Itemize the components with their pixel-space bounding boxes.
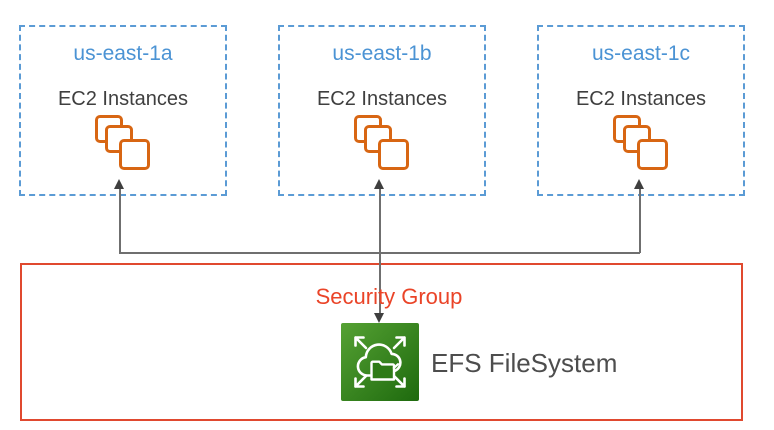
ec2-instances-icon — [94, 115, 152, 172]
efs-filesystem-label: EFS FileSystem — [431, 348, 618, 378]
connector-line-left-vertical — [119, 188, 121, 253]
ec2-instances-icon — [353, 115, 411, 172]
az-label: us-east-1a — [73, 42, 173, 65]
arrow-up-icon — [374, 179, 384, 189]
folder-glyph — [370, 360, 396, 381]
instance-square-icon — [118, 139, 150, 170]
ec2-instances-label: EC2 Instances — [575, 88, 707, 110]
security-group-label: Security Group — [315, 284, 463, 309]
az-label: us-east-1b — [332, 42, 432, 65]
arrow-up-icon — [114, 179, 124, 189]
efs-cloud-folder-glyph — [354, 336, 406, 388]
connector-line-right-vertical — [639, 188, 641, 253]
arrow-up-icon — [634, 179, 644, 189]
ec2-instances-label: EC2 Instances — [316, 88, 448, 110]
az-box-us-east-1c: us-east-1c EC2 Instances — [537, 25, 745, 196]
instance-square-icon — [636, 139, 668, 170]
ec2-instances-icon — [612, 115, 670, 172]
instance-square-icon — [377, 139, 409, 170]
az-label: us-east-1c — [591, 42, 691, 65]
connector-line-middle-vertical — [379, 188, 381, 314]
arrow-down-icon — [374, 313, 384, 323]
security-group-box — [20, 263, 743, 421]
az-box-us-east-1a: us-east-1a EC2 Instances — [19, 25, 227, 196]
az-box-us-east-1b: us-east-1b EC2 Instances — [278, 25, 486, 196]
efs-icon — [341, 323, 419, 401]
ec2-instances-label: EC2 Instances — [57, 88, 189, 110]
